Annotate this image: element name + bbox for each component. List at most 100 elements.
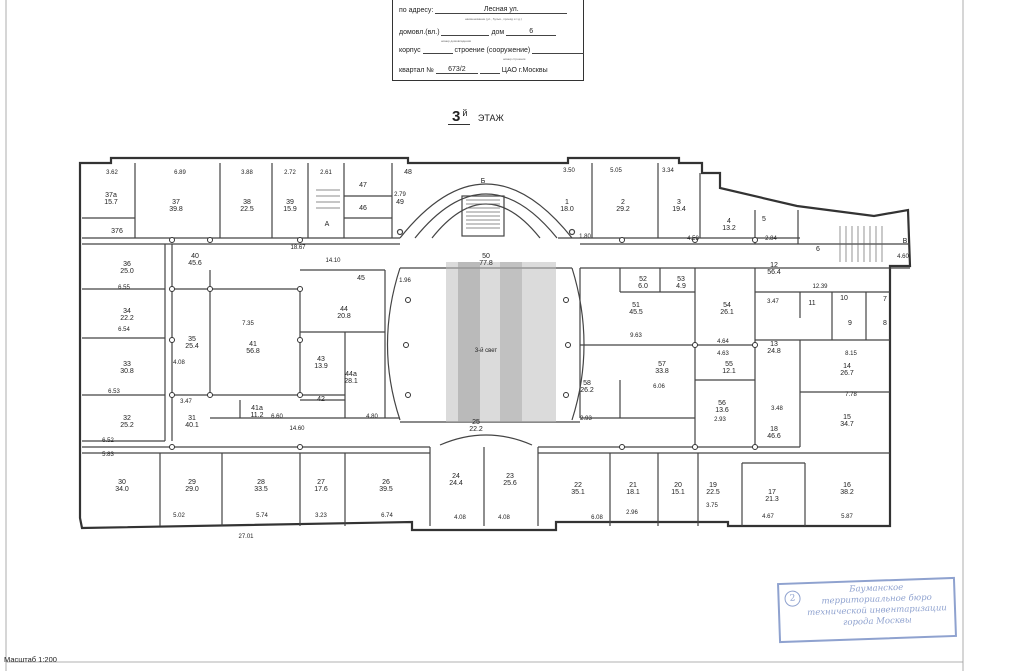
room-number: 48	[404, 169, 412, 176]
domovl-label: домовл.(вл.)	[399, 29, 440, 36]
room-number: 55	[725, 361, 733, 368]
room-area: 26.1	[720, 309, 734, 316]
address-value: Лесная ул.	[435, 6, 568, 14]
room-area: 11.2	[250, 412, 263, 419]
address-hint: наименование (ул., бульв., проезд и т.д.…	[465, 17, 522, 21]
room-number: 45	[357, 275, 365, 282]
room-number: 41а	[251, 405, 263, 412]
room-number: 50	[482, 253, 490, 260]
room-number: 1	[565, 199, 569, 206]
room-area: 77.8	[479, 260, 493, 267]
room-area: 19.4	[672, 206, 686, 213]
room-number: 46	[359, 205, 367, 212]
room-area: 25.4	[185, 343, 199, 350]
dimension-value: 5.74	[256, 513, 268, 519]
dimension-value: 14.10	[325, 258, 341, 264]
dimension-value: 2.93	[580, 416, 592, 422]
room-area: 29.0	[185, 486, 199, 493]
room-area: 12.1	[722, 368, 736, 375]
dimension-value: 6.55	[118, 285, 130, 291]
dimension-value: 3.47	[180, 399, 192, 405]
room-number: 24	[452, 473, 460, 480]
room-number: 44а	[345, 371, 357, 378]
room-number: 376	[111, 228, 123, 235]
room-number: 6	[816, 246, 820, 253]
room-number: 41	[249, 341, 257, 348]
room-number: 16	[843, 482, 851, 489]
dimension-value: 3.47	[767, 299, 779, 305]
dimension-value: 4.08	[498, 515, 510, 521]
dimension-value: 12.39	[812, 284, 828, 290]
room-area: 33.5	[254, 486, 268, 493]
building-outline	[78, 156, 912, 532]
room-area: 24.8	[767, 348, 781, 355]
room-number: Б	[481, 178, 486, 185]
dimension-value: 4.08	[173, 360, 185, 366]
room-area: 15.1	[671, 489, 685, 496]
room-area: 22.2	[469, 426, 483, 433]
dimension-value: 8.15	[845, 351, 857, 357]
dimension-value: 2.72	[284, 170, 296, 176]
room-number: 18	[770, 426, 778, 433]
room-area: 29.2	[616, 206, 630, 213]
dimension-value: 6.08	[591, 515, 603, 521]
room-area: 25.6	[503, 480, 517, 487]
room-number: 5	[762, 216, 766, 223]
room-number: 44	[340, 306, 348, 313]
room-number: 58	[583, 380, 591, 387]
kvartal-row: квартал № 673/2 ЦАО г.Москвы	[399, 66, 548, 74]
room-number: 14	[843, 363, 851, 370]
dimension-value: 6.60	[271, 414, 283, 420]
dimension-value: 4.58	[687, 236, 699, 242]
room-number: 33	[123, 361, 131, 368]
room-number: 47	[359, 182, 367, 189]
room-number: 40	[191, 253, 199, 260]
room-number: 20	[674, 482, 682, 489]
dimension-value: 6.54	[118, 327, 130, 333]
room-number: 37	[172, 199, 180, 206]
room-area: 34.0	[115, 486, 129, 493]
room-number: 11	[808, 300, 815, 307]
room-number: 56	[718, 400, 726, 407]
room-area: 21.3	[765, 496, 779, 503]
room-number: 12	[770, 262, 778, 269]
room-area: 46.6	[767, 433, 781, 440]
dimension-value: 6.89	[174, 170, 186, 176]
dimension-value: 5.83	[102, 452, 114, 458]
dimension-value: 2.96	[626, 510, 638, 516]
room-area: 56.8	[246, 348, 260, 355]
room-number: 52	[639, 276, 647, 283]
room-number: 2	[621, 199, 625, 206]
sheet-frame	[5, 0, 964, 671]
room-area: 39.8	[169, 206, 183, 213]
dimension-value: 2.93	[714, 417, 726, 423]
dimension-value: 2.79	[394, 192, 406, 198]
dimension-value: 3.48	[771, 406, 783, 412]
dimension-value: 4.80	[366, 414, 378, 420]
room-area: 45.6	[188, 260, 202, 267]
room-area: 26.7	[840, 370, 854, 377]
room-number: 27	[317, 479, 325, 486]
room-area: 28.1	[344, 378, 358, 385]
dimension-value: 4.08	[454, 515, 466, 521]
room-number: 32	[123, 415, 131, 422]
dimension-value: 4.60	[897, 254, 909, 260]
dimension-value: 1.80	[579, 234, 591, 240]
room-area: 22.5	[706, 489, 720, 496]
dimension-value: 3.23	[315, 513, 327, 519]
room-area: 18.1	[626, 489, 640, 496]
room-number: 21	[629, 482, 637, 489]
room-area: 22.2	[120, 315, 134, 322]
room-area: 25.2	[120, 422, 134, 429]
floor-label: ЭТАЖ	[477, 113, 504, 123]
kvartal-label: квартал №	[399, 67, 434, 74]
room-area: 4.9	[676, 283, 686, 290]
room-number: 29	[188, 479, 196, 486]
room-area: 35.1	[571, 489, 585, 496]
room-area: 15.7	[104, 199, 118, 206]
room-number: 53	[677, 276, 685, 283]
room-number: 17	[768, 489, 776, 496]
room-number: 36	[123, 261, 131, 268]
